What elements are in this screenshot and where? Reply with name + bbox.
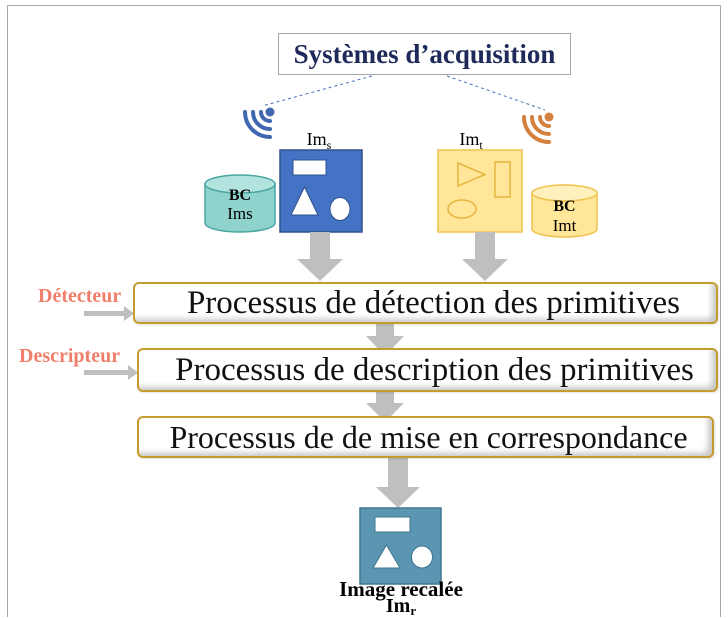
output-image-label-sub: r: [410, 603, 417, 618]
cylinder-body: [204, 183, 276, 233]
arrow-down-target: [462, 232, 508, 281]
output-image: [359, 507, 442, 585]
output-caption: Image recalée Imr: [330, 577, 472, 618]
target-image: [437, 149, 523, 233]
rectangle-shape: [374, 516, 411, 533]
descriptor-label: Descripteur: [19, 345, 121, 367]
cylinder-top: [531, 184, 598, 202]
output-caption-title: Image recalée: [339, 577, 463, 601]
arrow-down-description: [366, 392, 404, 422]
source-image-label-main: Im: [306, 129, 327, 149]
target-database-line1: BC: [553, 198, 576, 215]
source-wireless-signal-icon: [243, 107, 275, 139]
ellipse-shape: [447, 199, 477, 219]
rectangle-shape: [292, 159, 327, 176]
diagram-frame: [7, 5, 721, 617]
target-image-label-sub: t: [479, 138, 483, 152]
target-image-label-main: Im: [459, 129, 480, 149]
triangle-shape: [457, 161, 487, 188]
arrow-right-descriptor: [84, 365, 138, 380]
target-database-label: BC Imt: [532, 197, 597, 235]
acquisition-systems-box: Systèmes d’acquisition: [278, 33, 571, 75]
arrow-down-source: [297, 232, 343, 281]
signal-dot: [544, 112, 554, 122]
signal-arc-inner: [259, 110, 272, 123]
source-database-line1: BC: [228, 187, 252, 204]
signal-arc-middle: [251, 110, 272, 131]
output-image-label: Imr: [330, 595, 472, 618]
signal-arc-inner: [538, 115, 551, 128]
source-image: [279, 149, 363, 233]
ellipse-shape: [411, 545, 433, 569]
source-database-cylinder: [204, 174, 276, 233]
source-database-line2: Ims: [227, 204, 253, 223]
target-wireless-signal-icon: [522, 112, 554, 144]
ellipse-shape: [329, 197, 351, 221]
triangle-shape: [372, 544, 401, 569]
acquisition-systems-title: Systèmes d’acquisition: [293, 38, 556, 69]
signal-arc-middle: [530, 115, 551, 136]
triangle-shape: [290, 185, 319, 216]
source-database-label: BC Ims: [205, 187, 275, 223]
rectangle-shape: [494, 161, 511, 198]
arrow-down-matching: [376, 458, 420, 508]
signal-arc-outer: [243, 110, 272, 139]
detector-label: Détecteur: [38, 285, 122, 307]
source-image-label-sub: s: [326, 138, 332, 152]
arrow-right-detector: [84, 306, 134, 321]
arrow-down-detection: [366, 324, 404, 356]
connector-dashed-left: [261, 75, 373, 107]
cylinder-top: [204, 174, 276, 194]
source-image-label: Ims: [297, 129, 341, 152]
process-description-label: Processus de description des primitives: [175, 351, 694, 388]
cylinder-body: [531, 192, 598, 238]
signal-dot: [265, 107, 275, 117]
process-description-box: Processus de description des primitives: [137, 348, 718, 392]
target-database-cylinder: [531, 184, 598, 238]
output-image-label-main: Im: [385, 595, 411, 617]
flow-arrows: [84, 232, 508, 508]
connector-dashed-right: [446, 75, 546, 111]
process-matching-label: Processus de de mise en correspondance: [169, 418, 688, 455]
process-matching-box: Processus de de mise en correspondance: [137, 416, 714, 458]
process-detection-label: Processus de détection des primitives: [186, 284, 681, 321]
process-detection-box: Processus de détection des primitives: [133, 282, 718, 324]
target-image-label: Imt: [449, 129, 493, 152]
target-database-line2: Imt: [552, 216, 577, 235]
signal-arc-outer: [522, 115, 551, 144]
